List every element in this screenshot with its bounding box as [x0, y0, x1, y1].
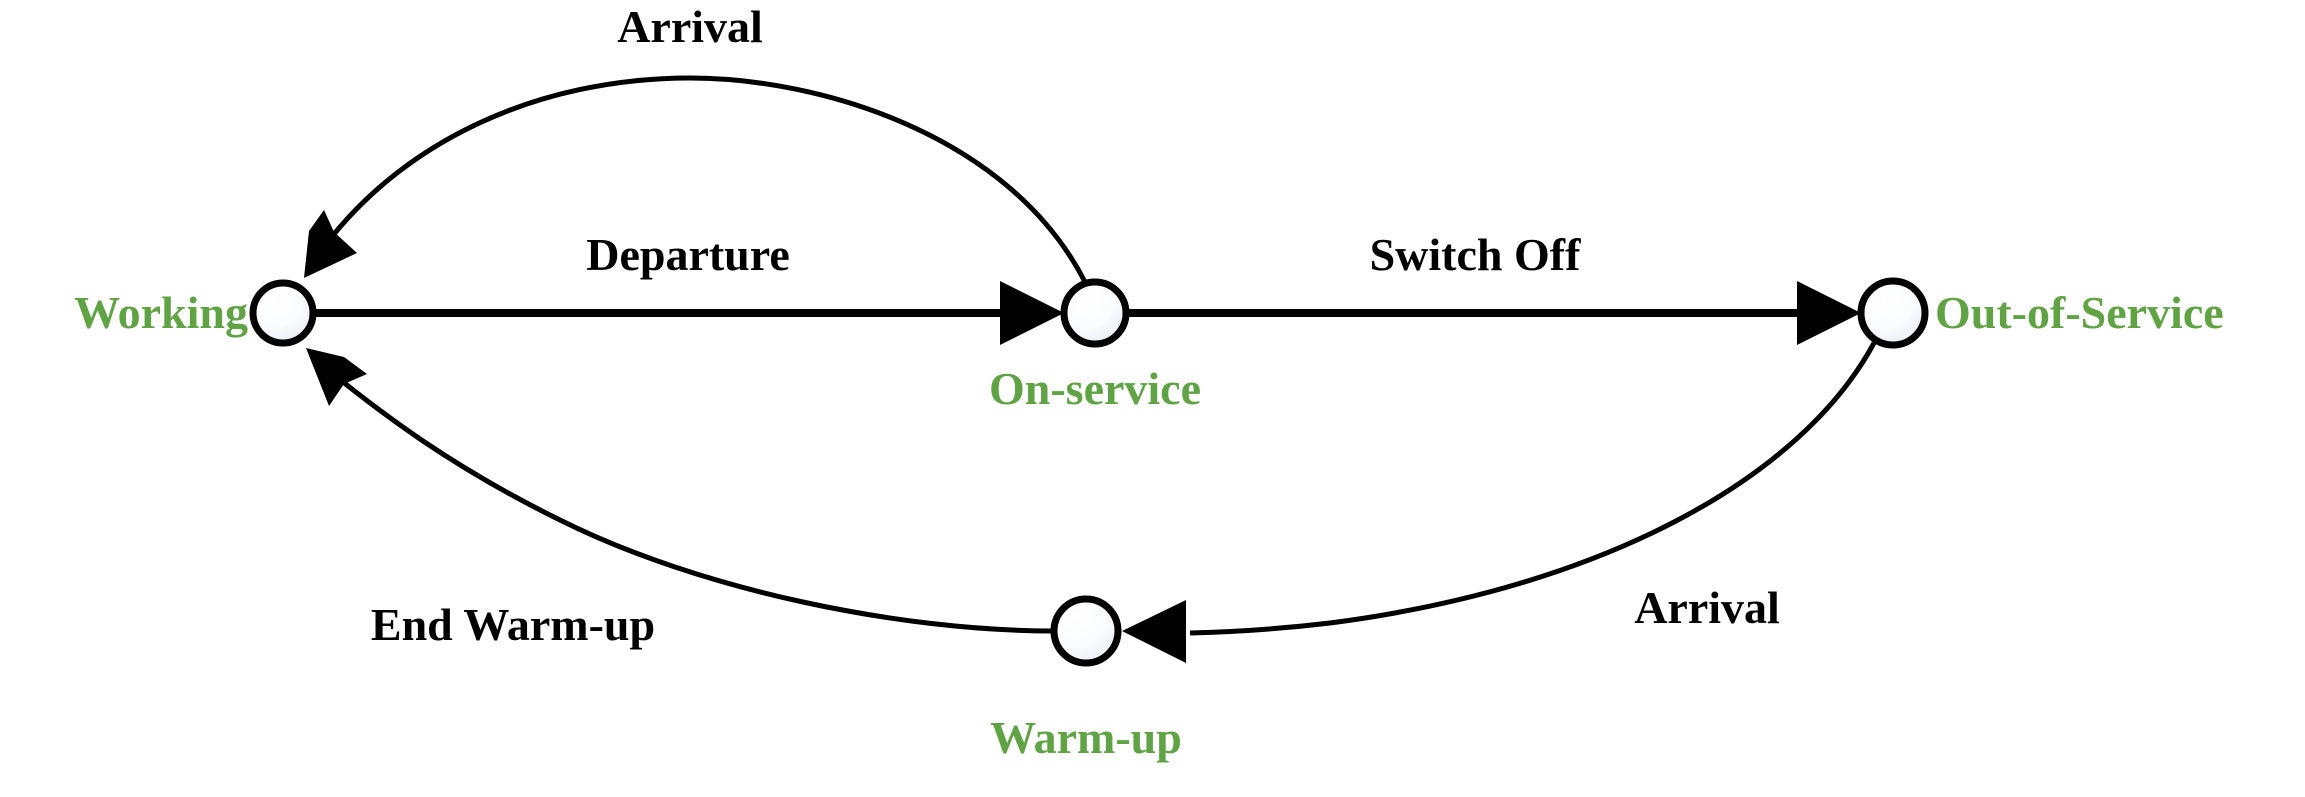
edge-label-departure: Departure [586, 229, 790, 280]
edge-switch-off[interactable] [1126, 281, 1861, 345]
state-node-on-service[interactable] [1060, 278, 1130, 348]
state-label-on-service: On-service [989, 363, 1201, 414]
edge-arrival-top-path [315, 75, 1088, 284]
state-node-working[interactable] [249, 279, 317, 347]
edge-departure[interactable] [313, 281, 1064, 345]
edge-label-arrival-bottom: Arrival [1634, 582, 1780, 633]
edge-end-warm-up[interactable] [306, 348, 1055, 634]
edge-arrival-top[interactable] [304, 75, 1088, 284]
edge-label-arrival-top: Arrival [617, 1, 763, 52]
state-label-warm-up: Warm-up [990, 712, 1182, 763]
edge-label-switch-off: Switch Off [1370, 229, 1582, 280]
edge-arrival-bottom-path [1189, 341, 1877, 636]
edge-switch-off-arrowhead [1797, 281, 1861, 345]
edge-end-warm-up-arrowhead [306, 348, 367, 406]
state-label-out-of-service: Out-of-Service [1935, 287, 2224, 338]
state-node-warm-up[interactable] [1050, 595, 1122, 667]
edge-end-warm-up-path [326, 368, 1055, 634]
state-node-out-of-service[interactable] [1857, 277, 1929, 349]
edge-label-end-warm-up: End Warm-up [371, 599, 655, 650]
edge-arrival-top-arrowhead [304, 210, 357, 278]
state-label-working: Working [74, 287, 248, 338]
edge-arrival-bottom-arrowhead [1122, 600, 1186, 663]
edge-arrival-bottom[interactable] [1122, 341, 1877, 663]
edge-departure-arrowhead [1000, 281, 1064, 345]
